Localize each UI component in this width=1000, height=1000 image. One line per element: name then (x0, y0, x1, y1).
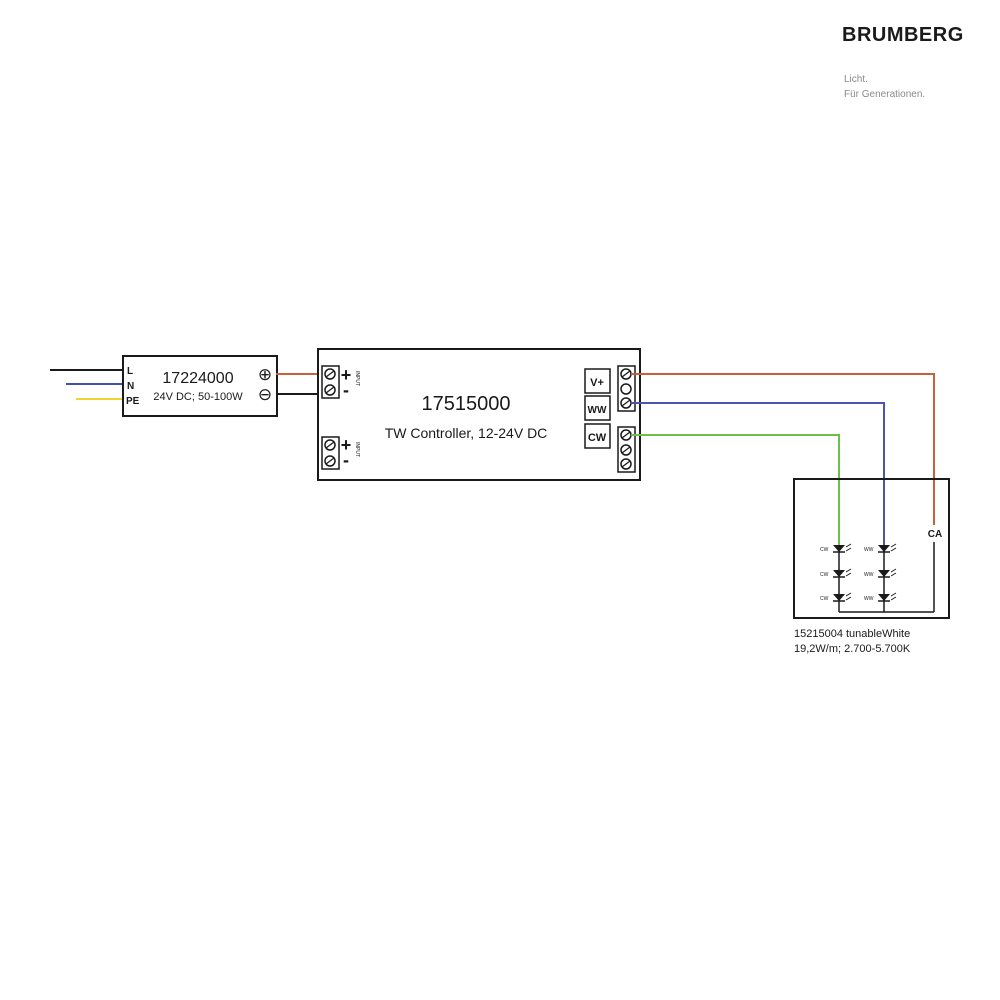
input-1-minus: - (343, 380, 349, 400)
wire-cw (631, 434, 840, 545)
brand-tagline-1: Licht. (844, 74, 868, 85)
led-common-anode-label: CA (928, 529, 942, 540)
wire-vplus (631, 373, 935, 525)
controller-output-terminal-2 (617, 426, 636, 473)
led-diode-ww-3 (878, 592, 897, 602)
led-label-ww-3: WW (864, 596, 874, 602)
led-label-cw-1: CW (820, 547, 829, 553)
led-diode-ww-2 (878, 568, 897, 578)
input-1-plus: + (341, 365, 352, 385)
led-label-ww-2: WW (864, 572, 874, 578)
led-diode-ww-1 (878, 543, 897, 553)
input-1-text: INPUT (354, 371, 360, 386)
input-2-plus: + (341, 435, 352, 455)
controller-input-terminal-2: + - INPUT (321, 435, 360, 470)
output-label-cw: CW (588, 432, 607, 444)
controller-output-terminal-1 (617, 365, 636, 412)
psu-plus-symbol: ⊕ (258, 365, 272, 384)
led-diode-cw-3 (833, 592, 852, 602)
brand-tagline-2: Für Generationen. (844, 89, 926, 100)
controller: + - INPUT + - INPUT 17515000 TW Controll… (317, 348, 641, 481)
led-strip: CA CW CW CW WW WW WW (793, 478, 950, 619)
led-label-cw-2: CW (820, 572, 829, 578)
psu-label-l: L (127, 366, 133, 377)
input-2-text: INPUT (354, 442, 360, 457)
led-diode-cw-2 (833, 568, 852, 578)
led-strip-part-number: 15215004 tunableWhite (794, 628, 910, 640)
psu-part-number: 17224000 (162, 370, 233, 387)
brand-logo: BRUMBERG Licht. Für Generationen. (836, 18, 980, 102)
output-label-ww: WW (588, 405, 607, 416)
brand-name: BRUMBERG (842, 24, 964, 46)
led-diode-cw-1 (833, 543, 852, 553)
led-label-ww-1: WW (864, 547, 874, 553)
power-supply: L N PE 17224000 24V DC; 50-100W ⊕ ⊖ (122, 355, 278, 417)
psu-minus-symbol: ⊖ (258, 385, 272, 404)
controller-part-number: 17515000 (422, 393, 511, 415)
led-label-cw-3: CW (820, 596, 829, 602)
controller-description: TW Controller, 12-24V DC (385, 425, 548, 441)
psu-spec: 24V DC; 50-100W (153, 391, 243, 403)
led-strip-spec: 19,2W/m; 2.700-5.700K (794, 643, 911, 655)
output-label-vplus: V+ (590, 377, 604, 389)
controller-input-terminal-1: + - INPUT (321, 365, 360, 400)
psu-label-pe: PE (126, 396, 140, 407)
input-2-minus: - (343, 450, 349, 470)
psu-label-n: N (127, 381, 134, 392)
wire-ww (631, 402, 885, 545)
